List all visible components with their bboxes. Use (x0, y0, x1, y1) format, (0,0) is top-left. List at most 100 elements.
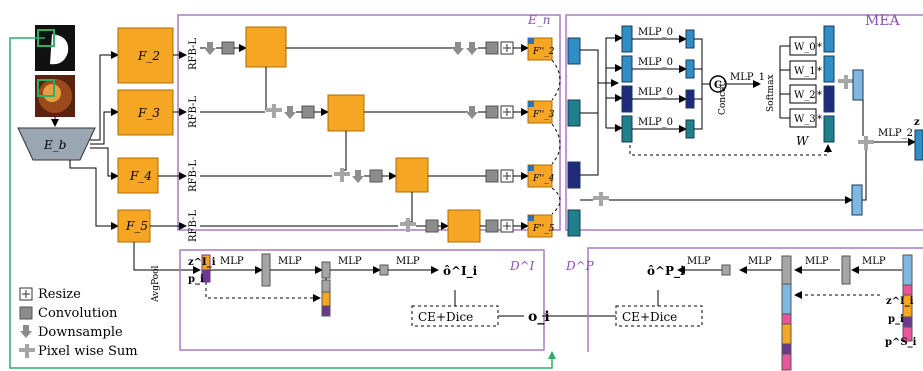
convolution-icon (301, 105, 315, 119)
green-feedback-line (9, 37, 556, 369)
dp-ps-label: p^S_i (885, 337, 917, 348)
row3-down-branch (340, 131, 347, 171)
dp-mlp-2: MLP (805, 256, 829, 267)
svg-text:W_2: W_2 (794, 90, 816, 101)
softmax-fanout (779, 45, 790, 119)
pixel-sum-icon (858, 136, 874, 150)
row4-down-branch (405, 192, 413, 223)
avgpool-line (133, 242, 201, 274)
svg-text:F_2: F_2 (137, 49, 160, 63)
feature-block-f4: F_4 (117, 157, 159, 194)
svg-text:*: * (817, 66, 822, 77)
downsample-icon (204, 42, 216, 55)
encoder-region-en (177, 14, 561, 231)
rfb-label-4: RFB-L (188, 160, 199, 192)
svg-text:W_1: W_1 (794, 66, 816, 77)
dp-mlp-3: MLP (748, 256, 772, 267)
svg-text:Resize: Resize (38, 287, 81, 302)
dp-z-label: z^I_i (886, 296, 914, 307)
convolution-icon (19, 306, 33, 320)
svg-text:F''_4: F''_4 (532, 174, 555, 184)
en-region-label: E_n (527, 13, 551, 27)
row4-pipeline: F''_4 (200, 157, 555, 193)
convolution-icon (425, 219, 439, 233)
feature-block-f3: F_3 (117, 89, 174, 136)
svg-text:F''_5: F''_5 (532, 224, 555, 234)
mea-channel-bars (567, 37, 581, 237)
svg-text:*: * (817, 42, 822, 53)
rfb-label-2: RFB-L (188, 38, 199, 70)
svg-text:*: * (817, 90, 822, 101)
svg-text:Downsample: Downsample (38, 325, 123, 340)
decoder-i-region (179, 249, 545, 351)
refined-dashed-arcs (551, 59, 561, 215)
z-label: z (914, 117, 920, 128)
di-dashed-skip (205, 282, 321, 302)
pixel-sum-icon (400, 218, 416, 232)
dp-loss-label: CE+Dice (622, 310, 677, 324)
rfb-label-5: RFB-L (188, 210, 199, 242)
convolution-icon (485, 41, 499, 55)
di-mlp-3: MLP (338, 256, 362, 267)
row2-down-branch (265, 67, 275, 111)
legend: Resize Convolution Downsample Pixel wise… (19, 287, 138, 359)
dp-output: ô^P_i (647, 264, 685, 279)
input-mask-image (35, 25, 75, 71)
weight-set-label: W (796, 134, 810, 148)
di-bar-1 (261, 253, 271, 287)
row2-pipeline: F''_2 (200, 26, 555, 68)
mea-fused-bar (852, 69, 864, 101)
dp-p-label: p_i (888, 314, 904, 325)
downsample-icon (20, 325, 32, 338)
dp-mlp-1: MLP (862, 256, 886, 267)
row5-pipeline: F''_5 (200, 209, 555, 243)
legend-item-resize: Resize (19, 287, 81, 302)
mea-region-label: MEA (865, 13, 901, 29)
di-bar-2 (321, 261, 331, 279)
svg-text:F_4: F_4 (129, 169, 152, 183)
pixel-sum-icon (593, 192, 609, 206)
concat-op: C Concat. (709, 75, 728, 115)
mea-fanin-lines (580, 34, 623, 176)
di-mlp-1: MLP (220, 256, 244, 267)
mea-region (565, 14, 923, 231)
decoder-i-input: z^I_i p_i (188, 254, 216, 285)
svg-text:F_3: F_3 (137, 106, 160, 120)
svg-text:F''_2: F''_2 (532, 47, 555, 57)
svg-text:*: * (817, 114, 822, 125)
dp-concat-bar (781, 255, 792, 371)
svg-text:F_5: F_5 (125, 219, 148, 233)
concat-brace (694, 38, 710, 130)
convolution-icon (369, 169, 383, 183)
svg-text:Pixel wise Sum: Pixel wise Sum (38, 344, 138, 359)
di-output: ô^I_i (443, 264, 478, 279)
avgpool-label: AvgPool (151, 265, 161, 303)
softmax-label: Softmax (766, 74, 776, 112)
svg-text:W_3: W_3 (794, 114, 816, 125)
legend-item-downsample: Downsample (20, 325, 123, 340)
di-concat-bar (321, 279, 331, 317)
rfb-label-3: RFB-L (188, 96, 199, 128)
decoder-p-label: D^P (565, 259, 595, 273)
di-bar-3 (379, 264, 389, 276)
dp-input-bar (902, 254, 913, 342)
downsample-icon (466, 42, 478, 55)
weight-boxes: W_0 W_1 W_2 W_3 * * * * W (789, 36, 822, 148)
pixel-sum-icon (266, 104, 282, 118)
svg-text:C: C (714, 80, 722, 91)
legend-item-pixel-sum: Pixel wise Sum (19, 344, 138, 359)
backbone-label: E_b (43, 138, 66, 152)
dp-bar-2 (841, 255, 851, 285)
row3-pipeline: F''_3 (200, 94, 555, 132)
feature-block-f5: F_5 (117, 209, 151, 243)
di-loss-label: CE+Dice (418, 310, 473, 324)
svg-text:MLP_0: MLP_0 (638, 27, 673, 38)
downsample-icon (452, 42, 464, 55)
decoder-p-region (587, 247, 923, 352)
svg-text:Convolution: Convolution (38, 306, 118, 321)
svg-text:W_0: W_0 (794, 42, 816, 53)
legend-item-convolution: Convolution (19, 306, 118, 321)
pixel-sum-icon (334, 168, 350, 182)
convolution-icon (485, 169, 499, 183)
